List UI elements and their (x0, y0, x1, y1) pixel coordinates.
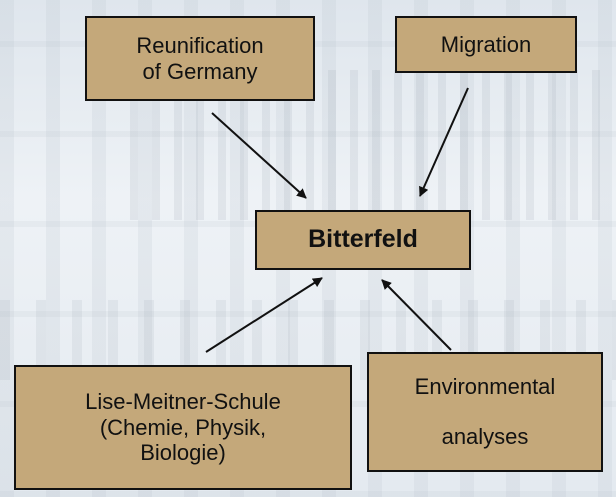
arrow-lise-meitner-to-bitterfeld (205, 277, 323, 353)
node-environmental-analyses: Environmental analyses (367, 352, 603, 472)
node-lise-meitner-schule: Lise-Meitner-Schule (Chemie, Physik, Bio… (14, 365, 352, 490)
node-label: Lise-Meitner-Schule (Chemie, Physik, Bio… (85, 388, 281, 466)
node-migration: Migration (395, 16, 577, 73)
arrow-environmental-to-bitterfeld (381, 279, 452, 351)
node-label-line2: analyses (441, 424, 529, 450)
node-label: Bitterfeld (308, 225, 418, 254)
node-label: Migration (440, 31, 532, 57)
node-label-line1: Environmental (414, 374, 556, 400)
arrow-migration-to-bitterfeld (419, 87, 469, 197)
node-bitterfeld: Bitterfeld (255, 210, 471, 270)
arrow-reunification-to-bitterfeld (211, 112, 307, 199)
node-label: Reunification of Germany (136, 32, 264, 84)
node-reunification-of-germany: Reunification of Germany (85, 16, 315, 101)
